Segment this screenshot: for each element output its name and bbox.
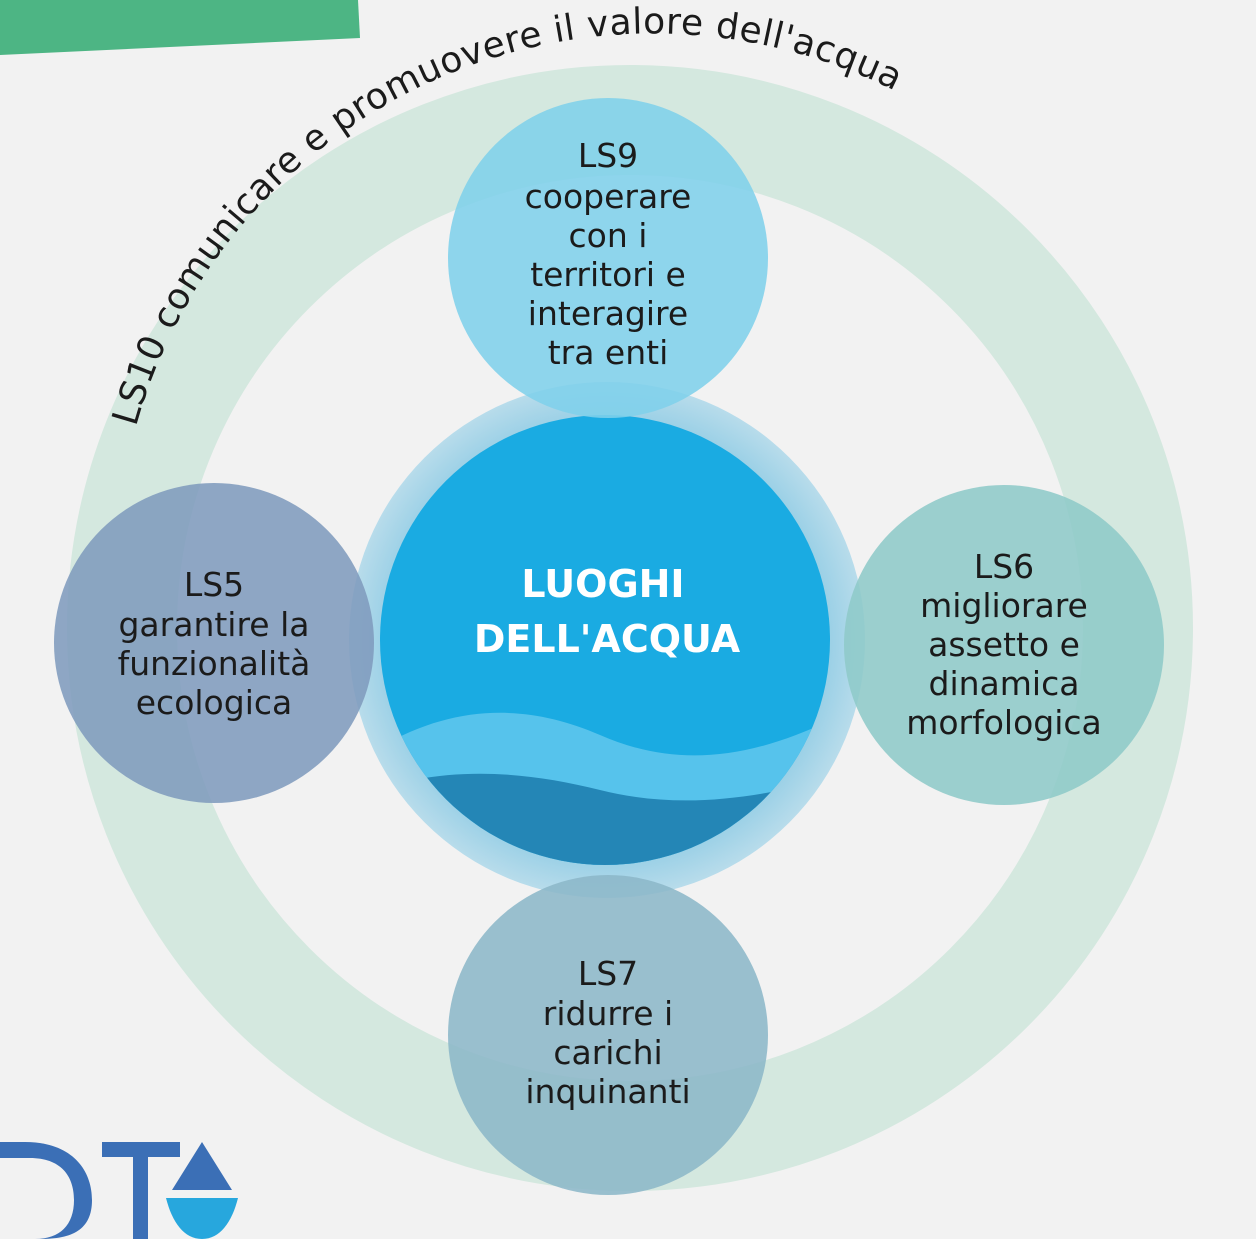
logo-letter-t-stem (133, 1142, 148, 1239)
node-ls7-line: inquinanti (525, 1072, 690, 1111)
node-ls7: LS7 ridurre i carichi inquinanti (448, 875, 768, 1195)
node-ls5-code: LS5 (184, 565, 244, 604)
node-ls6-line: assetto e (928, 625, 1080, 664)
node-ls6-line: migliorare (920, 586, 1088, 625)
node-ls5: LS5 garantire la funzionalità ecologica (54, 483, 374, 803)
node-ls9-line: territori e (530, 255, 686, 294)
node-ls9-line: tra enti (548, 333, 669, 372)
logo-triangle-icon (172, 1142, 232, 1190)
green-banner (0, 0, 360, 55)
node-ls9-line: cooperare (525, 177, 692, 216)
dta-logo (0, 1142, 238, 1239)
node-ls6-code: LS6 (974, 547, 1034, 586)
node-ls9-line: interagire (528, 294, 688, 333)
logo-drop-icon (166, 1198, 238, 1239)
node-ls5-line: funzionalità (118, 644, 311, 683)
node-ls6-line: morfologica (906, 703, 1102, 742)
center-title-line1: LUOGHI (521, 562, 684, 606)
logo-letter-d (0, 1142, 92, 1239)
node-ls9-code: LS9 (578, 136, 638, 175)
node-ls7-line: ridurre i (543, 994, 673, 1033)
node-ls5-line: garantire la (118, 605, 309, 644)
node-ls9-line: con i (569, 216, 648, 255)
node-ls6-line: dinamica (929, 664, 1080, 703)
node-ls5-line: ecologica (136, 683, 292, 722)
node-ls6: LS6 migliorare assetto e dinamica morfol… (844, 485, 1164, 805)
wave-dark (380, 770, 830, 865)
center-title-line2: DELL'ACQUA (474, 617, 741, 661)
node-ls9: LS9 cooperare con i territori e interagi… (448, 98, 768, 418)
node-ls7-code: LS7 (578, 954, 638, 993)
node-ls7-line: carichi (553, 1033, 662, 1072)
